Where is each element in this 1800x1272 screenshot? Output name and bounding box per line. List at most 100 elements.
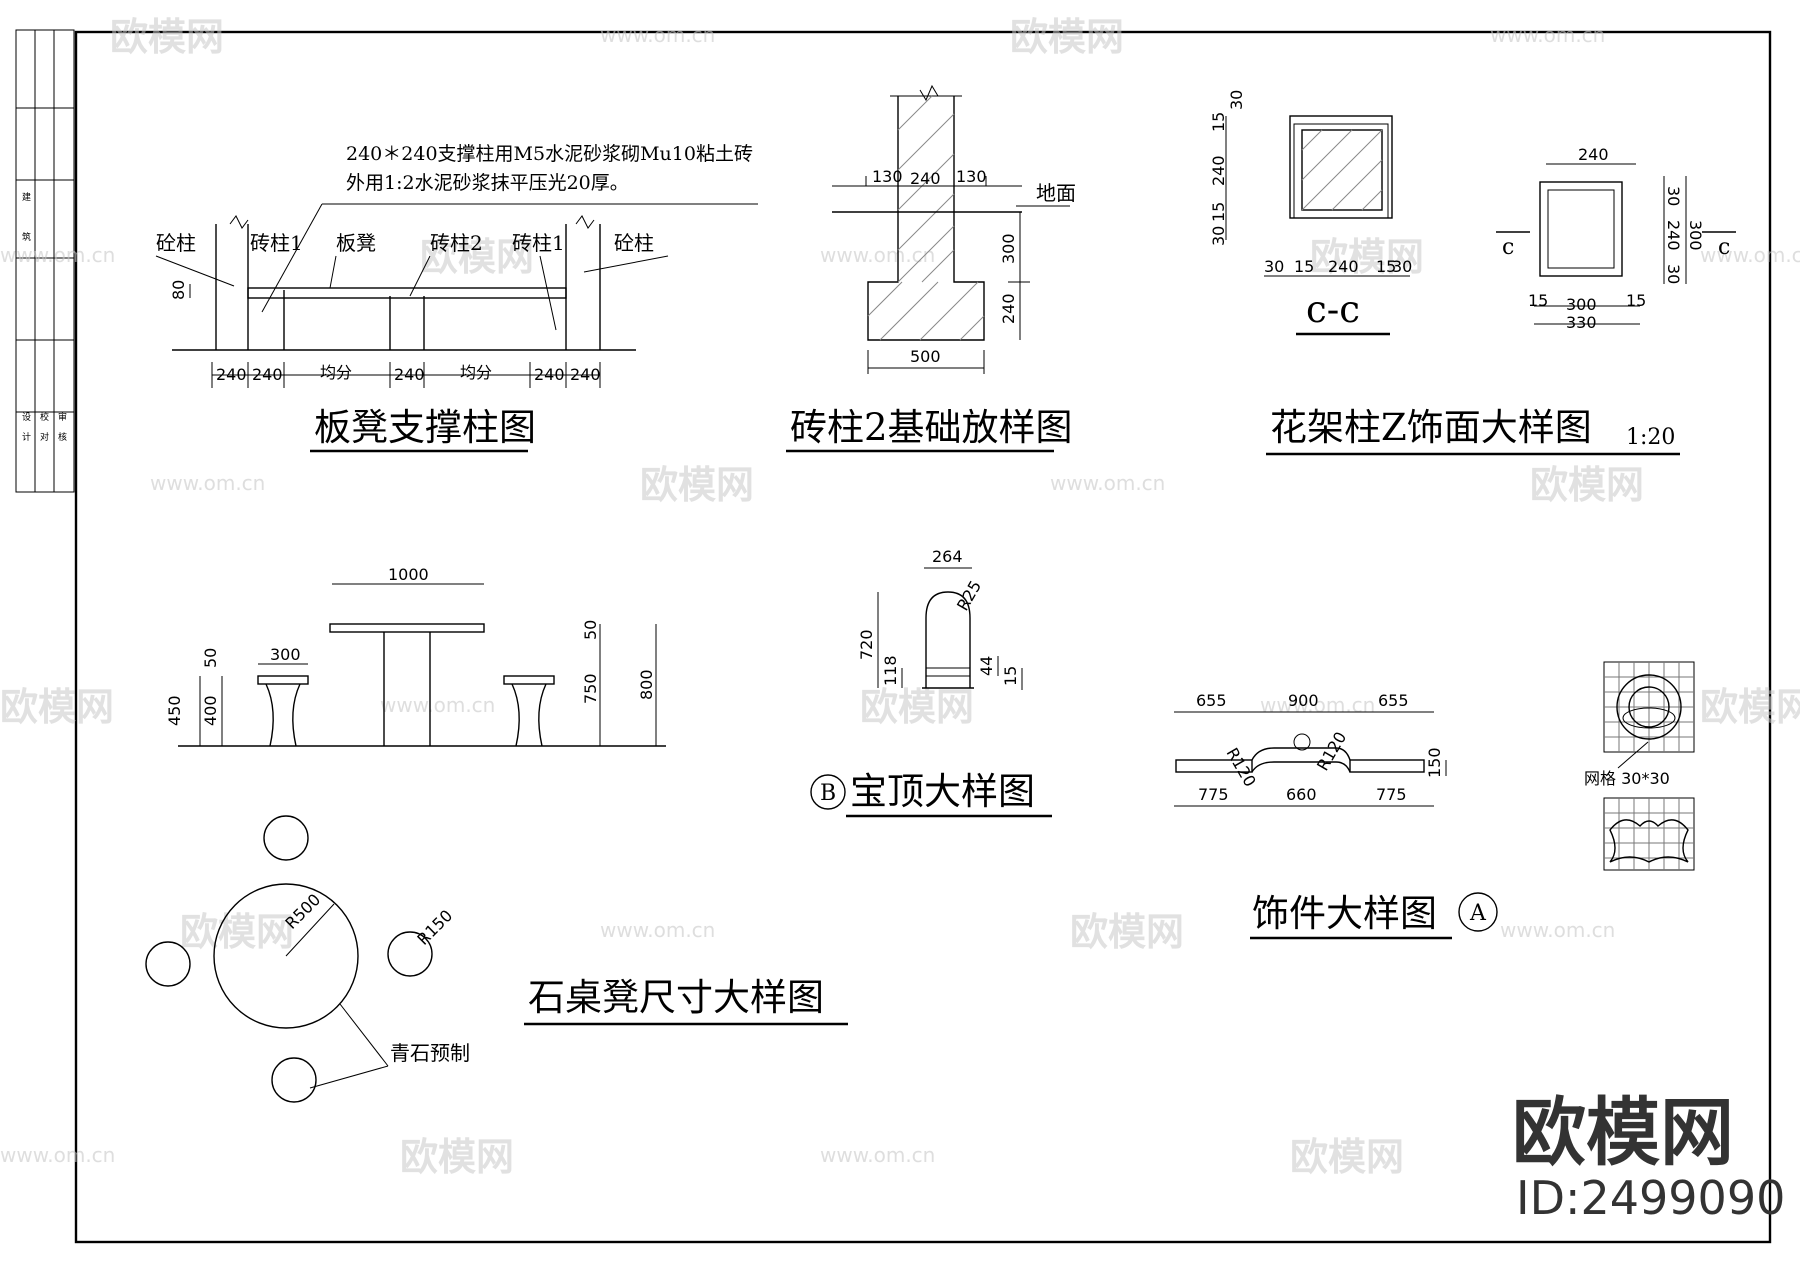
cut-mark: c	[1502, 235, 1514, 260]
section-label: c-c	[1306, 288, 1360, 331]
ornament-dim: 775	[1376, 785, 1407, 804]
bench-label: 砼柱	[614, 231, 654, 255]
watermark-url: www.om.cn	[600, 23, 715, 47]
facing-dim: 330	[1566, 313, 1597, 332]
bench-label: 砖柱2	[430, 231, 483, 255]
footing-title: 砖柱2基础放样图	[790, 406, 1073, 449]
footing-dim: 130	[872, 167, 903, 186]
grid-label: 网格 30*30	[1584, 769, 1670, 788]
footing-dim: 240	[999, 293, 1018, 324]
detail-marker-b	[810, 774, 846, 810]
watermark-url: www.om.cn	[380, 693, 495, 717]
watermark-brand: 欧模网	[860, 685, 974, 729]
material-label: 青石预制	[390, 1041, 470, 1065]
watermark-brand: 欧模网	[1310, 235, 1424, 279]
ornament-dim: 660	[1286, 785, 1317, 804]
watermark-layer: 欧模网 欧模网 www.om.cn www.om.cn 欧模网 欧模网 www.…	[0, 15, 1800, 1179]
footing-dim: 500	[910, 347, 941, 366]
finial-drawing: 264 R25 720 118 44 15 B 宝顶大样图	[810, 547, 1052, 818]
footing-dim: 240	[910, 169, 941, 188]
title-cell: 建	[22, 191, 31, 203]
watermark-url: www.om.cn	[0, 1143, 115, 1167]
facing-dim: 240	[1209, 155, 1228, 186]
table-dim: 450	[165, 695, 184, 726]
ornament-grid-bottom	[1603, 797, 1695, 871]
watermark-brand: 欧模网	[1010, 15, 1124, 59]
watermark-url: www.om.cn	[0, 243, 115, 267]
finial-marker: B	[820, 781, 836, 806]
watermark-brand: 欧模网	[110, 15, 224, 59]
watermark-url: www.om.cn	[1500, 918, 1615, 942]
watermark-brand: 欧模网	[420, 235, 534, 279]
brand-id: ID:2499090	[1516, 1171, 1785, 1225]
table-dim: 300	[270, 645, 301, 664]
ornament-dim: 655	[1378, 691, 1409, 710]
title-cell: 对	[40, 431, 49, 443]
title-cell: 核	[58, 431, 67, 443]
facing-dim: 30	[1664, 186, 1683, 206]
watermark-brand: 欧模网	[1530, 463, 1644, 507]
bench-label: 砖柱1	[250, 231, 303, 255]
drawing-frame	[74, 30, 1772, 1244]
table-dim: R150	[413, 906, 456, 949]
table-dim: 1000	[388, 565, 429, 584]
bench-dim: 均分	[460, 363, 492, 382]
watermark-brand: 欧模网	[640, 463, 754, 507]
facing-dim: 30	[1227, 90, 1246, 110]
facing-dim: 30	[1664, 264, 1683, 284]
ornament-grid-top	[1603, 661, 1695, 753]
watermark-url: www.om.cn	[820, 1143, 935, 1167]
ornament-title: 饰件大样图	[1252, 892, 1437, 935]
title-cell: 设	[22, 412, 31, 423]
facing-dim: 240	[1578, 145, 1609, 164]
watermark-brand: 欧模网	[180, 910, 294, 954]
brand-watermark: 欧模网	[1512, 1090, 1734, 1176]
facing-dim: 30	[1392, 257, 1412, 276]
finial-dim: R25	[953, 577, 985, 614]
footing-dim: 130	[956, 167, 987, 186]
facing-dim: 300	[1686, 220, 1705, 251]
table-dim: 750	[581, 673, 600, 704]
watermark-url: www.om.cn	[600, 918, 715, 942]
watermark-url: www.om.cn	[1490, 23, 1605, 47]
footing-drawing: 130 240 130 地面 300 240 500 砖柱2基础放样图	[786, 84, 1076, 453]
ornament-dim: 655	[1196, 691, 1227, 710]
facing-dim: 15	[1209, 202, 1228, 222]
watermark-brand: 欧模网	[0, 685, 114, 729]
facing-dim: 15	[1376, 257, 1396, 276]
title-cell: 筑	[22, 231, 31, 243]
ornament-dim: R120	[1223, 745, 1260, 791]
finial-dim: 15	[1001, 666, 1020, 686]
facing-dim: 15	[1294, 257, 1314, 276]
finial-dim: 44	[977, 656, 996, 676]
facing-dim: 300	[1566, 295, 1597, 314]
facing-dim: 30	[1264, 257, 1284, 276]
facing-scale: 1:20	[1626, 425, 1675, 450]
ornament-dim: 150	[1425, 747, 1444, 778]
table-dim: 50	[581, 620, 600, 640]
facing-dim: 15	[1626, 291, 1646, 310]
bench-note: 240＊240支撑柱用M5水泥砂浆砌Mu10粘土砖	[346, 143, 753, 165]
watermark-brand: 欧模网	[400, 1135, 514, 1179]
watermark-brand: 欧模网	[1700, 685, 1800, 729]
footing-dim: 300	[999, 233, 1018, 264]
detail-marker-a	[1458, 892, 1498, 932]
bench-dim: 240	[216, 365, 247, 384]
bench-support-drawing: 240＊240支撑柱用M5水泥砂浆砌Mu10粘土砖 外用1:2水泥砂浆抹平压光2…	[155, 143, 758, 453]
finial-title: 宝顶大样图	[850, 770, 1035, 813]
bench-title: 板凳支撑柱图	[314, 406, 536, 449]
bench-dim: 均分	[320, 363, 352, 382]
ornament-drawing: 655 900 655 775 660 775 R120 R120 150 网格…	[1174, 661, 1695, 940]
bench-label: 板凳	[336, 231, 376, 255]
table-dim: 50	[201, 648, 220, 668]
ornament-dim: 900	[1288, 691, 1319, 710]
watermark-brand: 欧模网	[1070, 910, 1184, 954]
watermark-url: www.om.cn	[1050, 471, 1165, 495]
facing-dim: 15	[1528, 291, 1548, 310]
bench-dim: 240	[252, 365, 283, 384]
ground-label: 地面	[1036, 181, 1076, 205]
bench-dim: 80	[169, 280, 188, 300]
finial-dim: 264	[932, 547, 963, 566]
watermark-url: www.om.cn	[1260, 693, 1375, 717]
table-dim: 400	[201, 695, 220, 726]
